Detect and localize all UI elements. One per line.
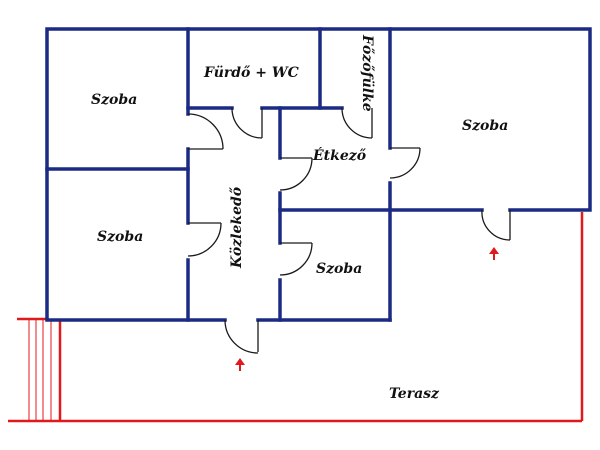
dining-door (279, 157, 313, 191)
walls (45, 27, 592, 322)
bathroom-door (231, 107, 263, 139)
top-left-room-door (187, 113, 224, 150)
room-label-furdo-wc: Fürdő + WC (203, 65, 299, 81)
room-label-szoba-right: Szoba (462, 118, 508, 134)
room-label-kozlekedo: Közlekedő (229, 186, 245, 269)
room-label-fozofulke: Főzőfülke (359, 34, 375, 112)
room-label-terasz: Terasz (389, 386, 440, 402)
main-entrance-door (224, 319, 259, 354)
terrace-stairs (28, 320, 52, 421)
bottom-left-room-door (187, 222, 222, 257)
terrace-outline (8, 212, 584, 423)
room-label-etkezo: Étkező (312, 146, 367, 164)
entry-arrow-right (489, 247, 499, 260)
entry-arrow-main (235, 358, 245, 371)
room-label-szoba-top-left: Szoba (91, 92, 137, 108)
room-label-szoba-bottom-left: Szoba (97, 229, 143, 245)
kitchenette-door (341, 107, 373, 139)
room-label-szoba-small: Szoba (316, 261, 362, 277)
right-room-inner-door (389, 147, 421, 179)
doors (187, 107, 511, 354)
right-room-exterior-door (481, 209, 511, 241)
small-room-door (279, 242, 313, 276)
